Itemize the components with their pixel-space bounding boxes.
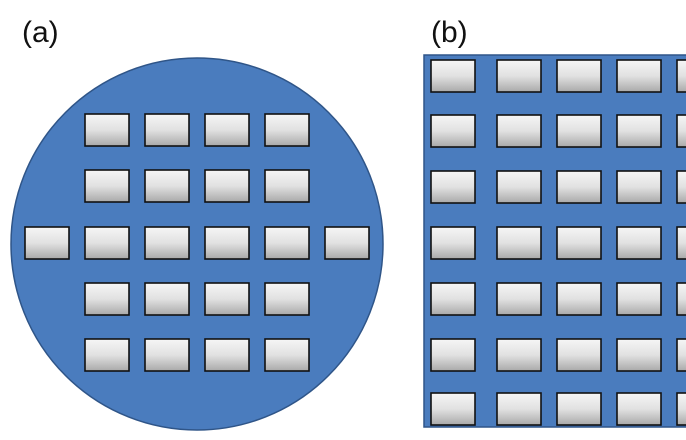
die: [264, 113, 310, 147]
die: [264, 338, 310, 372]
die: [676, 338, 686, 372]
die: [556, 170, 602, 204]
die: [496, 170, 542, 204]
die: [264, 282, 310, 316]
die: [496, 338, 542, 372]
die: [430, 338, 476, 372]
die: [144, 113, 190, 147]
panel-a-label: (a): [22, 16, 59, 49]
die: [430, 59, 476, 93]
die: [204, 169, 250, 203]
die: [556, 114, 602, 148]
die: [556, 282, 602, 316]
die: [264, 226, 310, 260]
die: [676, 392, 686, 426]
die: [496, 226, 542, 260]
die: [616, 226, 662, 260]
die: [676, 282, 686, 316]
die: [616, 392, 662, 426]
die: [496, 59, 542, 93]
die: [84, 113, 130, 147]
die: [144, 169, 190, 203]
die: [430, 114, 476, 148]
die: [616, 338, 662, 372]
die: [676, 114, 686, 148]
die: [616, 282, 662, 316]
die: [556, 59, 602, 93]
square-substrate-dies: [430, 59, 686, 426]
circular-wafer-dies: [24, 113, 370, 372]
panel-a-circular-wafer: [10, 57, 384, 431]
die: [324, 226, 370, 260]
die: [430, 392, 476, 426]
die: [84, 226, 130, 260]
die: [204, 338, 250, 372]
die: [204, 226, 250, 260]
die: [430, 282, 476, 316]
die: [556, 226, 602, 260]
die: [430, 170, 476, 204]
die: [84, 338, 130, 372]
die: [24, 226, 70, 260]
die: [676, 170, 686, 204]
die: [84, 282, 130, 316]
die: [496, 392, 542, 426]
panel-b-label: (b): [431, 16, 468, 49]
circular-wafer-substrate: [10, 57, 384, 431]
die: [204, 113, 250, 147]
die: [496, 282, 542, 316]
die: [204, 282, 250, 316]
die: [144, 226, 190, 260]
die: [144, 282, 190, 316]
die: [84, 169, 130, 203]
die: [556, 338, 602, 372]
die: [264, 169, 310, 203]
die: [616, 114, 662, 148]
panel-b-square-substrate: [423, 54, 686, 428]
die: [430, 226, 476, 260]
die: [144, 338, 190, 372]
die: [616, 59, 662, 93]
die: [496, 114, 542, 148]
die: [556, 392, 602, 426]
die: [676, 226, 686, 260]
die: [616, 170, 662, 204]
die: [676, 59, 686, 93]
